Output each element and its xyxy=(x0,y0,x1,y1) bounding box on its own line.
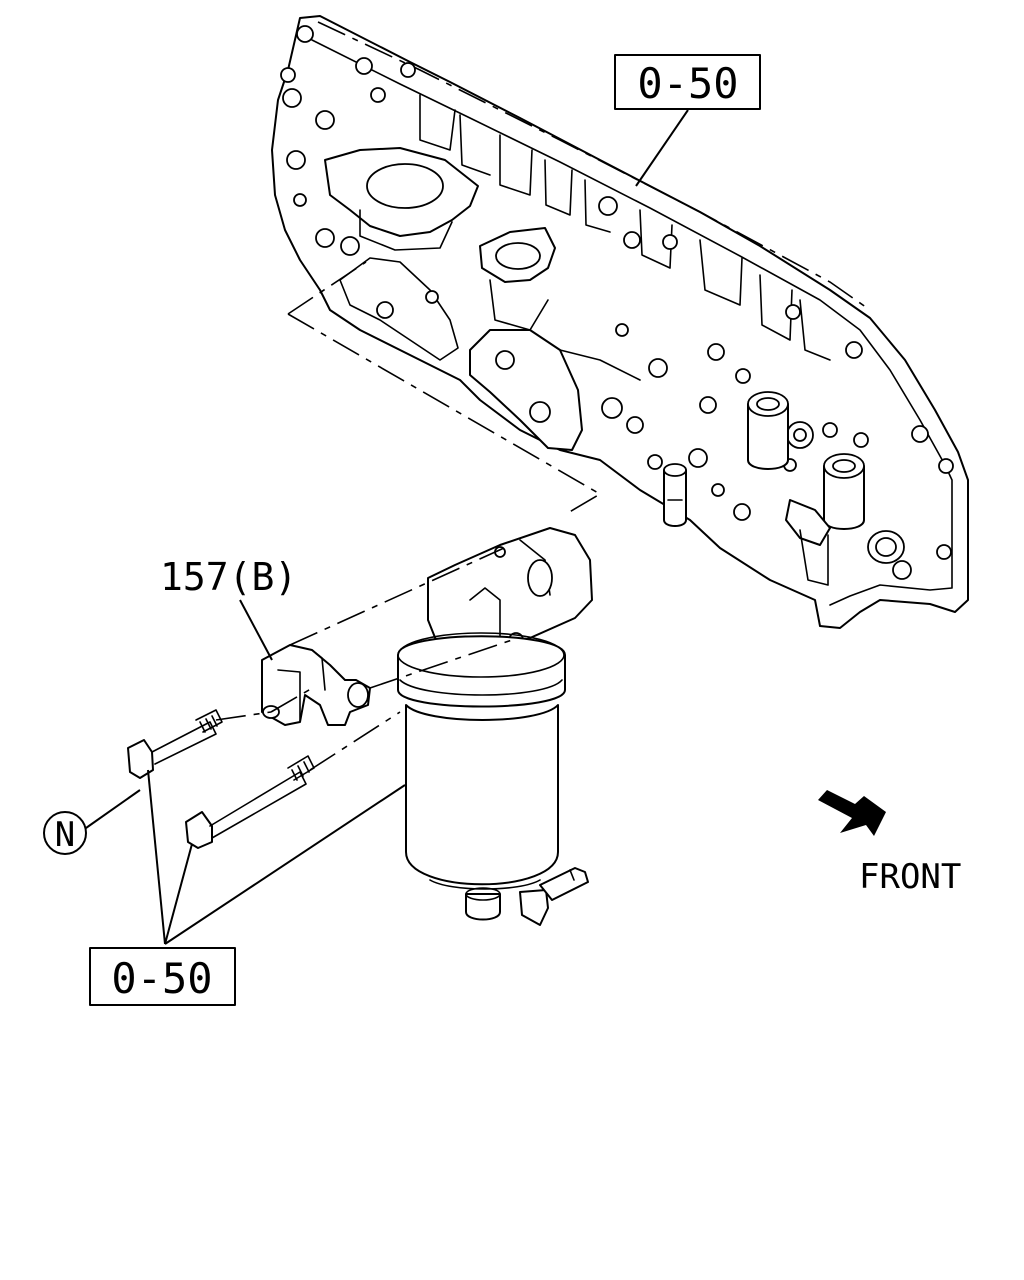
fuel-filter xyxy=(397,527,593,926)
part-157b-label[interactable]: 157(B) xyxy=(160,555,297,599)
leader-symbol-n xyxy=(85,789,141,829)
front-label: FRONT xyxy=(859,857,961,897)
assembly-outline xyxy=(287,261,367,315)
bracket-157b xyxy=(261,644,371,726)
front-arrow-icon xyxy=(818,790,886,836)
bolt-lower xyxy=(185,755,315,849)
symbol-n-label[interactable]: N xyxy=(55,815,75,855)
leader-ref-bottom-2 xyxy=(164,843,193,945)
assembly-outline-lower xyxy=(287,313,602,515)
symbol-n-circle xyxy=(43,811,87,855)
leader-ref-bottom-3 xyxy=(164,784,406,945)
leader-part-157b xyxy=(239,599,273,661)
leader-ref-top xyxy=(635,109,689,187)
engine-housing xyxy=(271,15,969,629)
assembly-line-bolt-upper xyxy=(215,685,317,721)
bolt-upper xyxy=(127,709,223,779)
ref-bottom-box xyxy=(89,947,236,1006)
assembly-line-bolt-lower xyxy=(309,711,401,771)
assembly-line-bracket xyxy=(289,547,505,646)
ref-bottom-label[interactable]: 0-50 xyxy=(111,954,212,1003)
ref-top-box xyxy=(614,54,761,110)
ref-top-label[interactable]: 0-50 xyxy=(637,59,738,108)
assembly-line-filter xyxy=(369,639,513,689)
leader-ref-bottom-1 xyxy=(147,769,166,945)
